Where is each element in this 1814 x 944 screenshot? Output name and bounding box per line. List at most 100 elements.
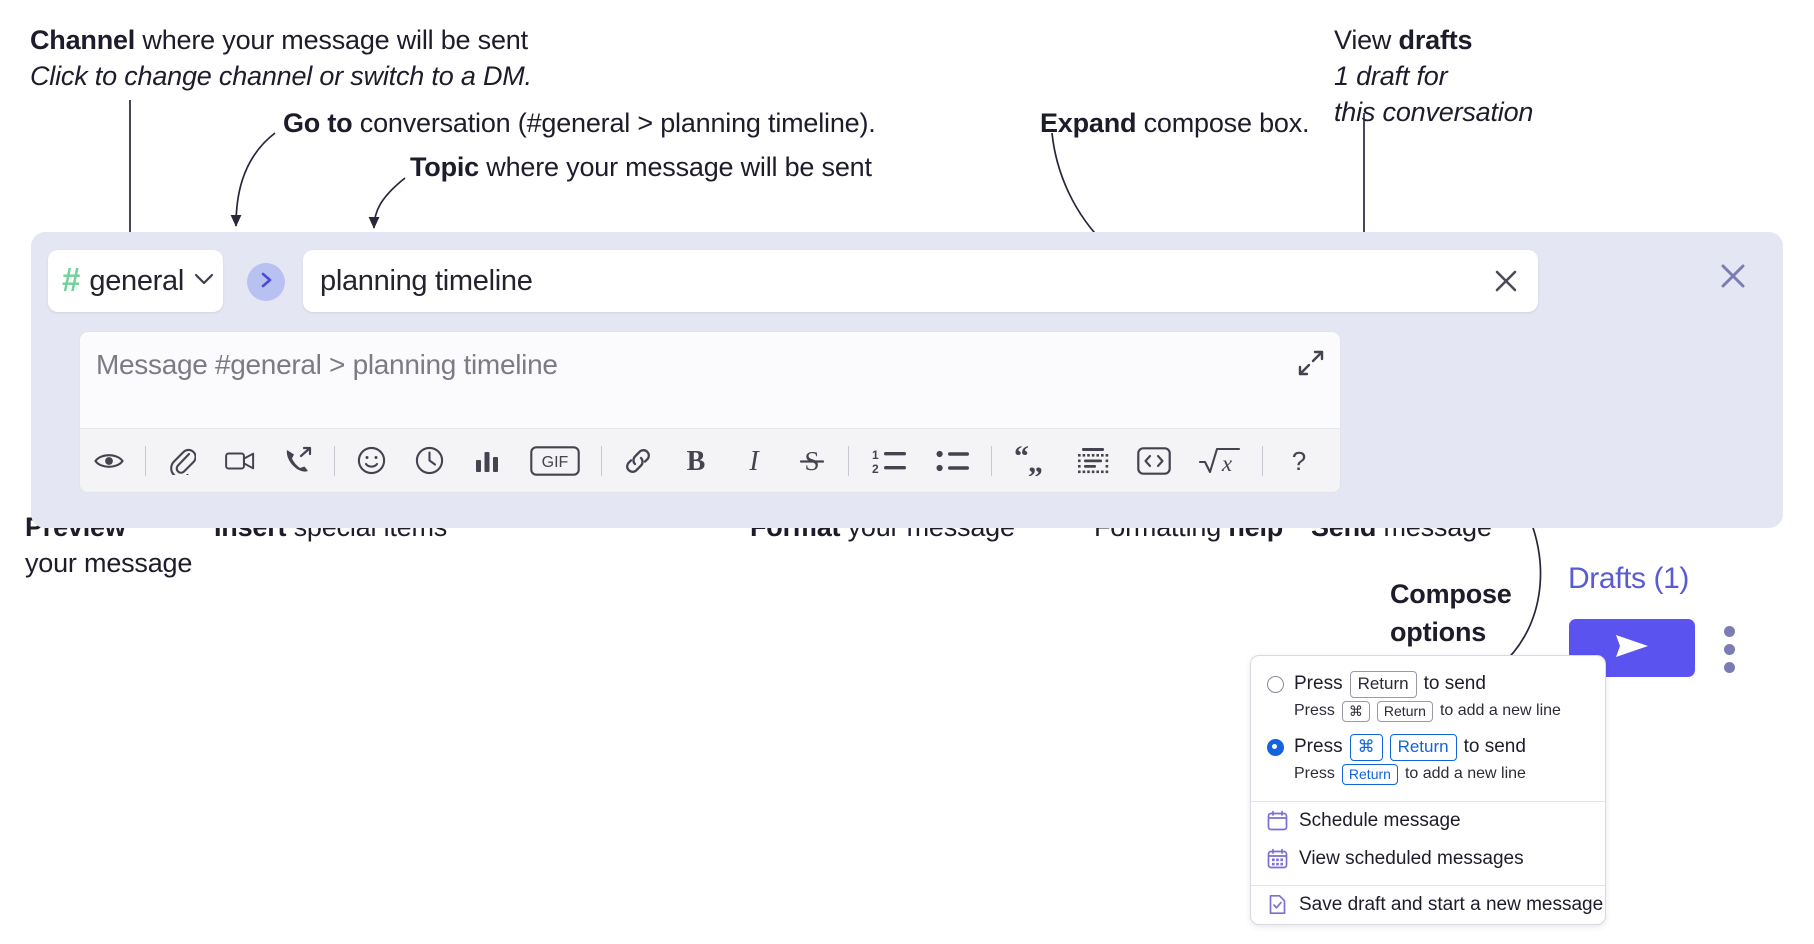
kebab-dot <box>1723 625 1735 637</box>
menu-divider <box>1251 884 1605 886</box>
key-command: ⌘ <box>1349 733 1383 761</box>
compose-options-button[interactable] <box>1717 621 1741 677</box>
annotation-expand-rest: compose box. <box>1136 108 1310 138</box>
annotation-drafts-italic-1: 1 draft for <box>1334 61 1448 91</box>
key-return: Return <box>1349 671 1417 698</box>
kebab-dot <box>1723 661 1735 673</box>
audio-call-icon[interactable] <box>283 446 313 476</box>
key-return: Return <box>1376 700 1433 722</box>
video-camera-icon[interactable] <box>225 446 255 476</box>
topic-value: planning timeline <box>320 264 533 297</box>
preview-icon[interactable] <box>94 446 124 476</box>
send-option-return[interactable]: Press Return to send <box>1251 668 1605 698</box>
bold-letter: B <box>687 446 706 476</box>
svg-text:1: 1 <box>872 448 879 462</box>
menu-item-label: View scheduled messages <box>1299 847 1524 869</box>
compose-panel: # general planning timeline Message #gen… <box>31 232 1783 677</box>
annotation-topic: Topic where your message will be sent <box>410 149 872 185</box>
annotation-expand-bold: Expand <box>1040 108 1137 138</box>
toolbar-separator <box>848 445 849 476</box>
attachment-icon[interactable] <box>167 446 197 476</box>
send-option-cmd-return-hint: Press Return to add a new line <box>1251 761 1605 794</box>
send-option-return-hint: Press ⌘ Return to add a new line <box>1251 698 1605 731</box>
annotation-drafts-bold: drafts <box>1398 25 1473 55</box>
code-block-icon[interactable] <box>1077 446 1109 476</box>
chevron-down-icon <box>193 272 215 291</box>
gif-icon[interactable]: GIF <box>530 445 580 476</box>
radio-button-unselected[interactable] <box>1267 675 1284 693</box>
blockquote-icon[interactable]: “ „ <box>1013 446 1049 476</box>
annotation-topic-bold: Topic <box>410 152 479 182</box>
math-icon[interactable]: x <box>1199 446 1241 476</box>
annotation-preview-rest: your message <box>25 548 193 578</box>
channel-name-label: general <box>89 264 185 297</box>
expand-diagonal-icon[interactable] <box>1296 348 1326 378</box>
sub-press-label: Press <box>1294 702 1335 720</box>
message-placeholder: Message #general > planning timeline <box>96 349 558 380</box>
help-icon[interactable]: ? <box>1284 446 1314 476</box>
sub-press-label: Press <box>1294 765 1335 783</box>
drafts-link[interactable]: Drafts (1) <box>1568 562 1690 595</box>
svg-text:„: „ <box>1028 446 1043 476</box>
svg-text:2: 2 <box>872 462 879 475</box>
annotation-drafts-italic-2: this conversation <box>1334 97 1534 127</box>
radio-button-selected[interactable] <box>1267 738 1284 756</box>
press-label: Press <box>1294 736 1343 758</box>
formatting-toolbar: GIF B I <box>80 428 1340 492</box>
annotation-compose-bold-1: Compose <box>1390 579 1512 609</box>
message-input-card[interactable]: Message #general > planning timeline <box>79 331 1341 493</box>
to-send-label: to send <box>1463 736 1526 758</box>
help-char: ? <box>1292 446 1306 476</box>
svg-text:GIF: GIF <box>542 454 569 471</box>
clock-icon[interactable] <box>414 446 444 476</box>
menu-divider <box>1251 800 1605 802</box>
annotation-channel: Channel where your message will be sent … <box>30 22 532 94</box>
sub-tail-label: to add a new line <box>1439 702 1561 720</box>
toolbar-separator <box>991 445 992 476</box>
annotation-drafts-rest: View <box>1334 25 1399 55</box>
menu-item-schedule-message[interactable]: Schedule message <box>1251 802 1605 840</box>
send-option-return-label: Press Return to send <box>1294 671 1486 698</box>
key-return: Return <box>1341 763 1398 785</box>
annotation-channel-rest: where your message will be sent <box>135 25 528 55</box>
send-option-cmd-return-label: Press ⌘ Return to send <box>1294 733 1526 761</box>
menu-item-save-draft[interactable]: Save draft and start a new message <box>1251 886 1605 924</box>
menu-item-label: Save draft and start a new message <box>1299 893 1604 915</box>
key-command: ⌘ <box>1341 700 1370 722</box>
annotation-channel-bold: Channel <box>30 25 136 55</box>
goto-conversation-button[interactable] <box>247 263 285 301</box>
annotation-compose-bold-2: options <box>1390 617 1487 647</box>
bold-icon[interactable]: B <box>681 446 711 476</box>
send-option-cmd-return[interactable]: Press ⌘ Return to send <box>1251 731 1605 761</box>
close-icon[interactable] <box>1491 266 1521 296</box>
inline-code-icon[interactable] <box>1137 446 1171 476</box>
annotation-drafts: View drafts 1 draft for this conversatio… <box>1334 22 1533 130</box>
sub-tail-label: to add a new line <box>1404 765 1526 783</box>
link-icon[interactable] <box>623 446 653 476</box>
svg-text:x: x <box>1221 451 1233 476</box>
toolbar-separator <box>145 445 146 476</box>
toolbar-separator <box>334 445 335 476</box>
italic-icon[interactable]: I <box>739 446 769 476</box>
annotation-goto-bold: Go to <box>283 108 353 138</box>
press-label: Press <box>1294 673 1343 695</box>
strikethrough-icon[interactable]: S <box>797 446 827 476</box>
compose-options-menu: Press Return to send Press ⌘ Return to a… <box>1250 655 1606 925</box>
bar-chart-icon[interactable] <box>472 446 502 476</box>
ordered-list-icon[interactable]: 1 2 <box>870 446 908 476</box>
chevron-right-icon <box>258 270 274 295</box>
emoji-icon[interactable] <box>356 446 386 476</box>
key-return: Return <box>1389 733 1457 761</box>
svg-text:“: “ <box>1014 446 1029 473</box>
send-paper-plane-icon <box>1610 631 1654 666</box>
bulleted-list-icon[interactable] <box>936 446 970 476</box>
send-button[interactable] <box>1569 619 1695 677</box>
menu-item-label: Schedule message <box>1299 809 1461 831</box>
menu-item-view-scheduled-messages[interactable]: View scheduled messages <box>1251 840 1605 878</box>
kebab-dot <box>1723 643 1735 655</box>
toolbar-separator <box>601 445 602 476</box>
channel-selector[interactable]: # general <box>48 250 223 312</box>
hash-icon: # <box>62 260 81 298</box>
close-icon[interactable] <box>1717 260 1749 292</box>
topic-input[interactable]: planning timeline <box>303 250 1538 312</box>
